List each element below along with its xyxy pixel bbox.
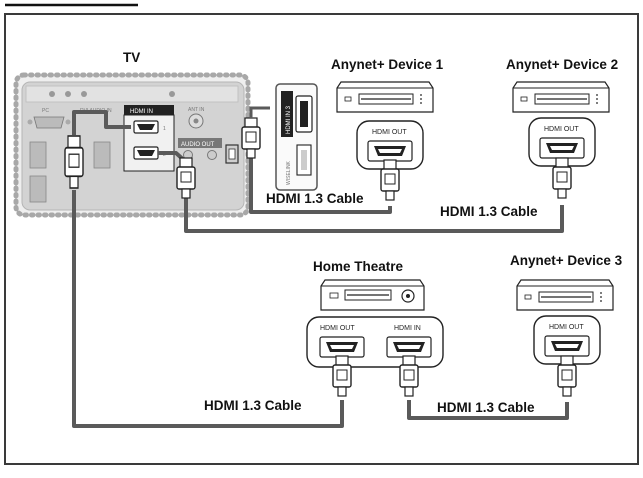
cable1-label: HDMI 1.3 Cable [266,191,364,206]
cable-tv-to-device1 [249,158,392,214]
home-theatre-out-label: HDMI OUT [320,325,355,332]
device1-box [336,81,434,113]
home-theatre-in-label: HDMI IN [394,325,421,332]
device2-label: Anynet+ Device 2 [506,57,618,72]
home-theatre-port-panel: HDMI OUT HDMI IN [306,316,444,368]
home-theatre-box [320,279,425,311]
tv-ant-label: ANT IN [188,107,205,113]
audio-out-header [178,138,222,148]
tv-hdmi-port-1: 1 [133,120,166,134]
device1-label: Anynet+ Device 1 [331,57,444,72]
tv-side-small-port [225,144,239,164]
device1-port-panel: HDMI OUT [356,120,424,170]
device3-label: Anynet+ Device 3 [510,253,623,268]
cable-tv-to-device2 [184,198,564,233]
tv-pc-label: PC [42,108,49,114]
cable-tv-port1-top [72,110,131,135]
device2-port-panel: HDMI OUT [528,117,596,167]
pc-port [27,116,71,129]
ant-in-port [188,113,204,129]
tv-side-panel: HDMI IN 3 WISELINK [275,83,318,191]
cable-side-port-link [249,106,270,118]
cable-tv-to-home-theatre [72,190,344,428]
device3-box [516,279,614,311]
device2-box [512,81,610,113]
cable3-label: HDMI 1.3 Cable [204,398,302,413]
tv-wiselink-label: WISELINK [286,160,292,185]
cables [72,110,569,428]
audio-out-ports [183,150,217,160]
hdmi-in-header [124,105,174,115]
tv-hdmi-in-label: HDMI IN [130,109,153,115]
cable4-label: HDMI 1.3 Cable [437,400,535,415]
tv-side-hdmi-label: HDMI IN 3 [286,105,292,134]
tv-audio-out-label: AUDIO OUT [181,142,215,148]
tv-rear-panel: PC DVI AUDIO IN HDMI IN 1 2 ANT IN [13,72,251,218]
tv-label: TV [123,50,140,65]
cable-ht-to-device3 [407,400,569,420]
device2-port-label: HDMI OUT [544,126,579,133]
scart-ports [29,141,111,203]
cable2-label: HDMI 1.3 Cable [440,204,538,219]
svg-text:1: 1 [163,126,166,132]
home-theatre-label: Home Theatre [313,259,404,274]
device1-port-label: HDMI OUT [372,129,407,136]
device3-port-label: HDMI OUT [549,324,584,331]
